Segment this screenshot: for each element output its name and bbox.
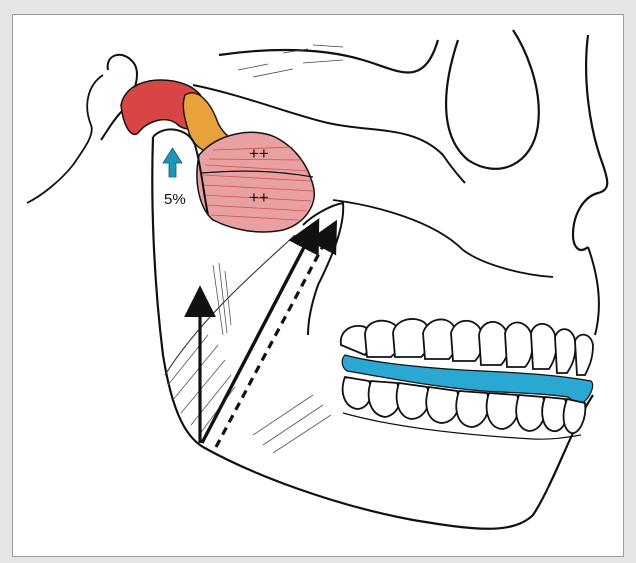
oblique-force-arrow-dashed (216, 231, 331, 447)
oblique-force-arrow (202, 230, 313, 443)
upper-lip (588, 247, 599, 335)
plus-label-upper: ++ (249, 144, 269, 163)
ramus-posterior-border (152, 137, 203, 447)
teal-up-arrow-icon (163, 148, 182, 177)
jaw-diagram: 5% ++ ++ (13, 15, 624, 557)
orbit-outline (446, 30, 539, 169)
percent-label: 5% (164, 191, 186, 208)
face-profile (573, 35, 607, 250)
masseter-hatching (168, 263, 331, 453)
plus-label-lower: ++ (249, 188, 269, 207)
figure-panel: 5% ++ ++ (12, 14, 624, 557)
maxilla-line (333, 200, 553, 277)
ear-outline-2 (27, 75, 103, 203)
